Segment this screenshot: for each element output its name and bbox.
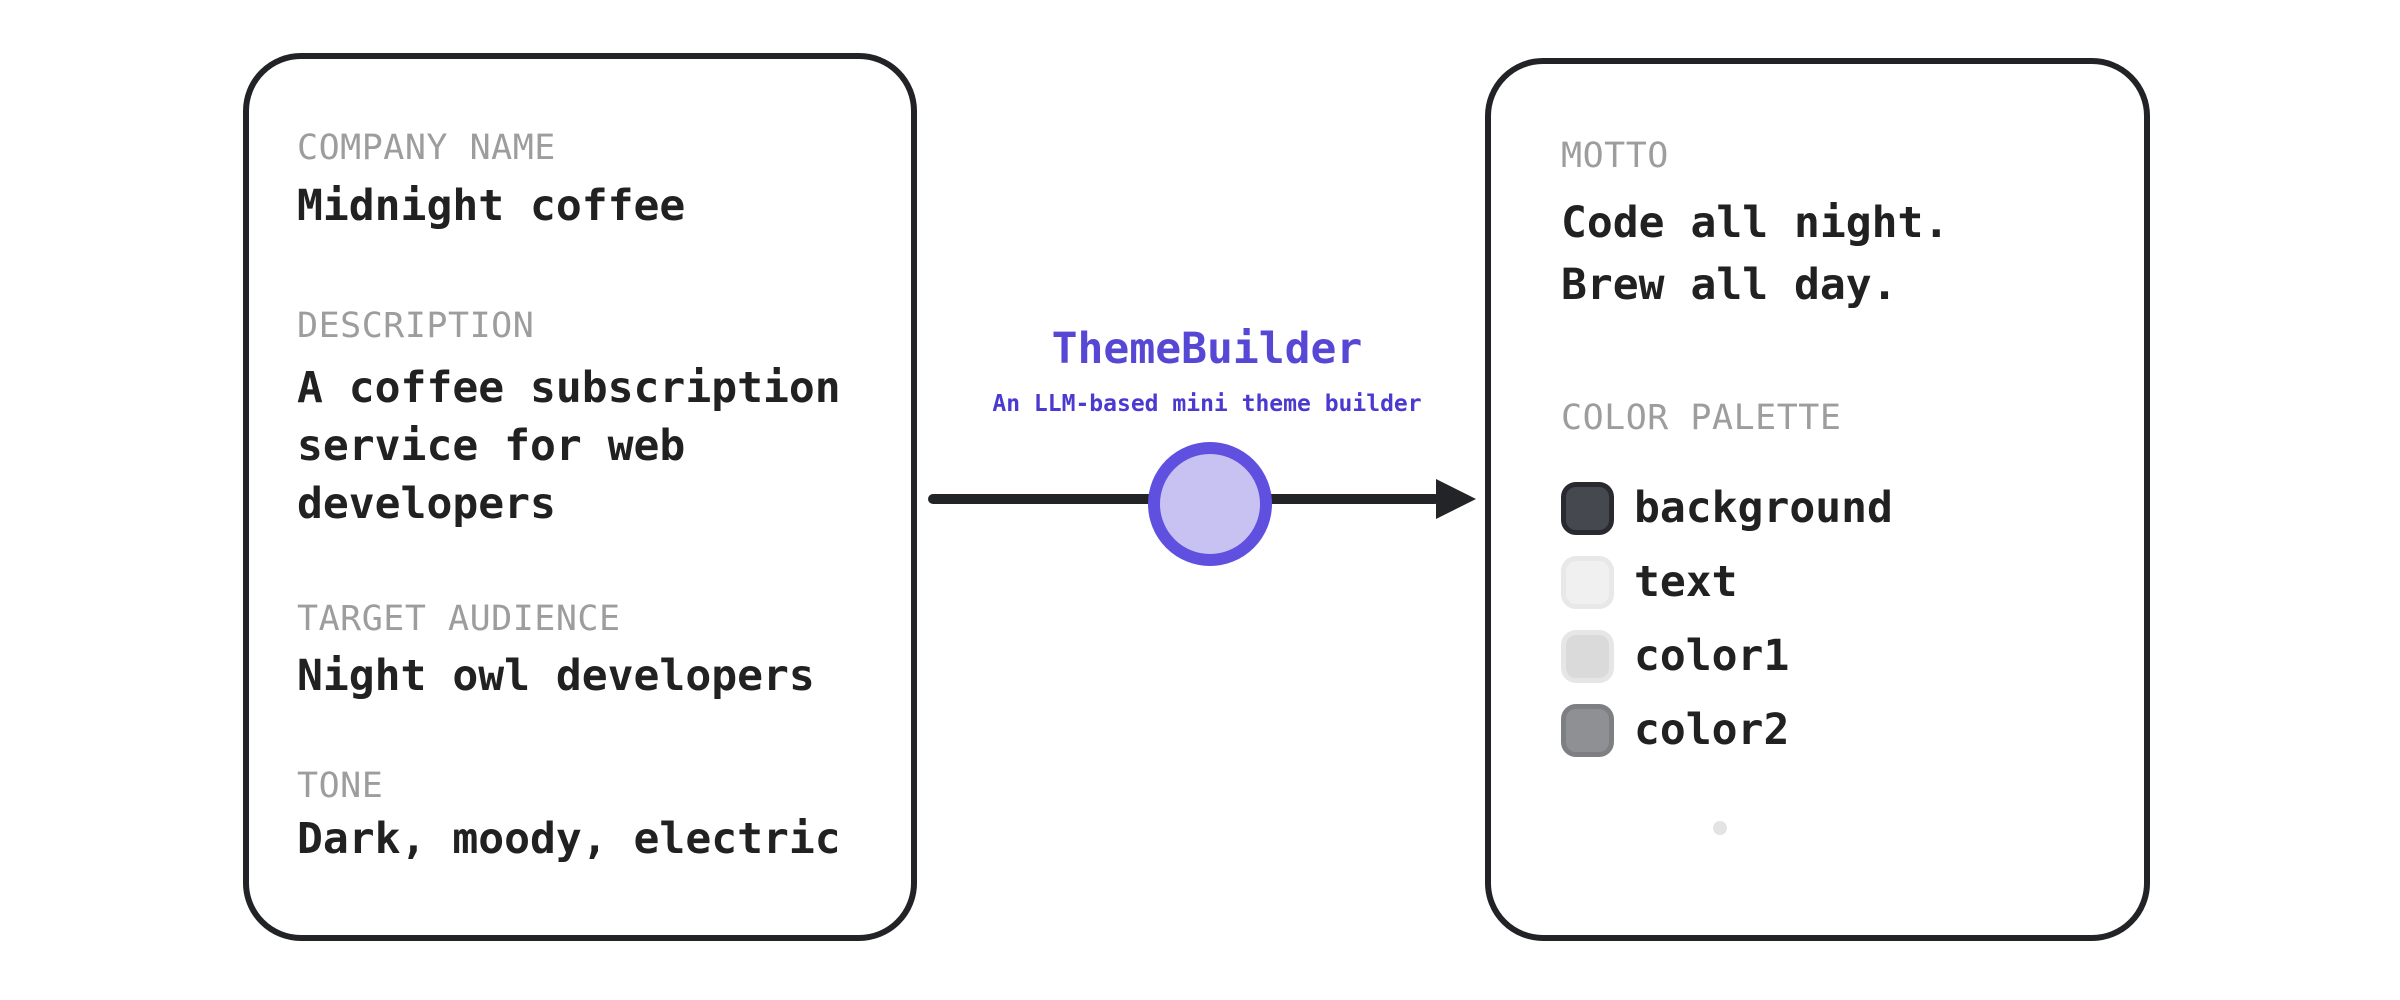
- flow-subtitle: An LLM-based mini theme builder: [992, 391, 1422, 417]
- motto-line-2: Brew all day.: [1561, 260, 1898, 310]
- field-label-tone: TONE: [297, 766, 384, 806]
- output-card: MOTTO Code all night. Brew all day. COLO…: [1485, 58, 2150, 941]
- palette-row-color2: color2: [1561, 704, 2104, 757]
- field-value-company-name: Midnight coffee: [297, 181, 686, 231]
- palette-row-background: background: [1561, 482, 2104, 535]
- motto-value: Code all night. Brew all day.: [1561, 192, 2104, 316]
- motto-label: MOTTO: [1561, 136, 1669, 176]
- field-value-description: A coffee subscription service for web de…: [297, 363, 841, 529]
- field-label-company-name: COMPANY NAME: [297, 128, 556, 168]
- background-color-swatch: [1561, 482, 1614, 535]
- field-value-tone: Dark, moody, electric: [297, 814, 841, 864]
- swatch-label: background: [1634, 483, 1893, 533]
- motto-line-1: Code all night.: [1561, 198, 1950, 248]
- flow-title: ThemeBuilder: [1051, 324, 1363, 374]
- input-card: COMPANY NAME Midnight coffee DESCRIPTION…: [243, 53, 917, 941]
- color-palette-list: background text color1 color2: [1561, 482, 2104, 757]
- color-palette-label: COLOR PALETTE: [1561, 398, 1842, 438]
- field-label-target-audience: TARGET AUDIENCE: [297, 599, 621, 639]
- color2-swatch: [1561, 704, 1614, 757]
- swatch-label: color1: [1634, 631, 1790, 681]
- swatch-label: text: [1634, 557, 1738, 607]
- palette-row-color1: color1: [1561, 630, 2104, 683]
- llm-node-circle: [1148, 442, 1272, 566]
- field-value-target-audience: Night owl developers: [297, 651, 815, 701]
- color1-swatch: [1561, 630, 1614, 683]
- swatch-label: color2: [1634, 705, 1790, 755]
- text-color-swatch: [1561, 556, 1614, 609]
- decorative-dot: [1713, 821, 1727, 835]
- palette-row-text: text: [1561, 556, 2104, 609]
- arrowhead-icon: [1436, 479, 1476, 519]
- field-label-description: DESCRIPTION: [297, 306, 535, 346]
